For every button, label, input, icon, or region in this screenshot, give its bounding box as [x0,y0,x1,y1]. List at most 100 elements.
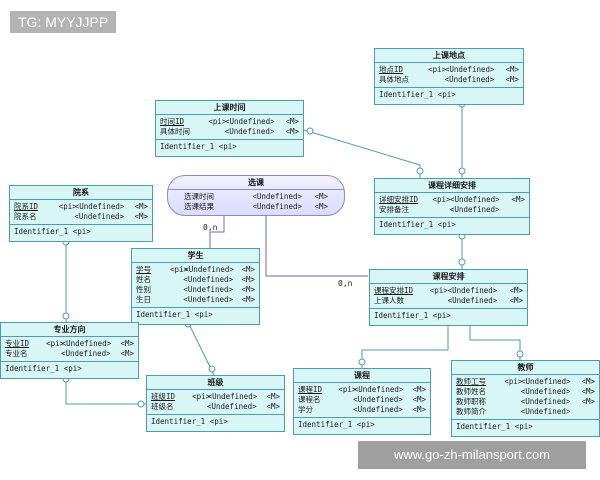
attribute-type: <Undefined> [449,205,500,214]
attribute-mandatory: <M> [241,275,255,284]
attribute-mandatory: <M> [120,349,134,358]
attribute-mandatory: <M> [241,265,255,274]
entity-shangke-didian[interactable]: 上课地点地点ID<pi><Undefined><M>具体地点<Undefined… [374,48,524,105]
attribute-key [172,275,183,285]
identifier: Identifier_1 <pi> [160,142,237,151]
attribute-type: <Undefined> [520,387,571,396]
attribute-mandatory: <M> [241,295,255,304]
attribute-key: <pi> [192,392,211,401]
attribute-key [48,349,61,359]
entity-yuanxi[interactable]: 院系院系ID<pi><Undefined><M>院系名<Undefined><M… [9,185,153,242]
attribute-mandatory: <M> [509,286,523,295]
attribute-list: 课程ID<pi><Undefined><M>课程名<Undefined><M>学… [294,383,430,418]
entity-title: 院系 [10,186,152,200]
attribute-row: 姓名<Undefined><M> [136,275,255,285]
watermark-top: TG: MYYJJPP [10,11,117,33]
attribute-row: 详细安排ID<pi><Undefined><M> [379,195,525,205]
attribute-mandatory: <M> [412,395,426,404]
attribute-mandatory: <M> [505,75,519,84]
attribute-key: <pi> [338,385,357,394]
attribute-type: <Undefined> [183,295,234,304]
entity-title: 上课地点 [375,49,523,63]
attribute-list: 专业ID<pi><Undefined><M>专业名<Undefined><M> [1,337,138,362]
circle-marker [358,358,366,366]
attribute-mandatory: <M> [285,127,299,136]
circle-marker [62,312,70,320]
attribute-type: <Undefined> [520,397,571,406]
relationship-xuanke[interactable]: 选课 选课时间 <Undefined> <M> 选课结果 <Undefined>… [167,175,345,216]
attribute-mandatory: <M> [511,195,525,204]
entity-banji[interactable]: 班级班级ID<pi><Undefined><M>班级名<Undefined><M… [146,375,285,432]
attribute-name: 课程名 [298,395,321,404]
identifier: Identifier_1 <pi> [456,422,533,431]
attribute-name: 时间ID [160,117,185,126]
attribute-type: <Undefined> [353,385,404,394]
attribute-row: 具体地点<Undefined><M> [379,75,519,85]
identifier: Identifier_1 <pi> [5,364,82,373]
circle-marker [306,127,314,135]
attribute-row: 班级名<Undefined><M> [151,402,280,412]
attribute-row: 班级ID<pi><Undefined><M> [151,392,280,402]
entity-xuesheng[interactable]: 学生学号<pi><Undefined><M>姓名<Undefined><M>性别… [131,248,260,325]
attribute-key [429,75,445,85]
attribute-row: 具体时间<Undefined><M> [160,127,299,137]
entity-shangke-shijian[interactable]: 上课时间时间ID<pi><Undefined><M>具体时间<Undefined… [155,100,304,157]
watermark-bottom: www.go-zh-milansport.com [358,441,586,469]
line-xuesheng-banji [185,317,215,376]
attribute-row: 专业名 <Undefined> <M> [5,349,134,359]
attribute-mandatory [506,205,525,215]
attribute-row: 生日<Undefined><M> [136,295,255,305]
circle-marker [458,167,466,175]
identifier: Identifier_1 <pi> [379,220,456,229]
circle-marker [458,258,466,266]
attribute-name: 课程ID [298,385,323,394]
attribute-key: <pi> [429,286,448,295]
attribute-key [194,402,207,412]
attribute-key [340,395,353,405]
attribute-type: <Undefined> [521,377,571,386]
attribute-row: 课程ID <pi><Undefined> <M> [298,385,426,395]
cardinality-right: 0,n [338,279,353,288]
circle-marker [516,350,524,358]
identifier: Identifier_1 <pi> [14,227,91,236]
attribute-mandatory: <M> [120,339,134,348]
entity-kecheng[interactable]: 课程课程ID<pi><Undefined><M>课程名<Undefined><M… [293,368,431,435]
attribute-type: <Undefined> [353,395,403,404]
attribute-mandatory: <M> [412,405,426,414]
attribute-row: 安排备注<Undefined> [379,205,525,215]
attribute-mandatory: <M> [581,377,595,386]
attribute-type: <Undefined> [74,202,125,211]
attribute-mandatory: <M> [505,65,519,74]
line-anpai-jiaoshi [469,320,521,360]
attribute-row: 性别<Undefined><M> [136,285,255,295]
entity-zhuanye[interactable]: 专业方向专业ID<pi><Undefined><M>专业名<Undefined>… [0,322,139,379]
attribute-type: <Undefined> [60,349,111,358]
attribute-row: 地点ID<pi><Undefined><M> [379,65,519,75]
attribute-name: 学分 [298,405,313,414]
attribute-name: 教师简介 [456,407,486,416]
attribute-row: 课程安排ID<pi><Undefined><M> [374,286,523,296]
attribute-type: <Undefined> [74,212,124,221]
attribute-type: <Undefined> [224,127,275,136]
entity-kecheng-xiangxi[interactable]: 课程详细安排详细安排ID<pi><Undefined><M>安排备注<Undef… [374,178,530,235]
attribute-name: 专业名 [5,349,28,358]
attribute-row: 学分 <Undefined> <M> [298,405,426,415]
attribute-name: 院系ID [14,202,39,211]
entity-title: 上课时间 [156,101,303,115]
attribute-name: 教师工号 [456,377,486,386]
attribute-key [172,285,183,295]
attribute-type: <Undefined> [353,405,403,414]
entity-jiaoshi[interactable]: 教师教师工号<pi><Undefined><M>教师姓名<Undefined><… [451,360,600,437]
attribute-mandatory [576,407,595,417]
attribute-type: <Undefined> [447,296,498,305]
entity-kecheng-anpai[interactable]: 课程安排课程安排ID<pi><Undefined><M>上课人数<Undefin… [369,269,528,326]
attribute-key [60,212,74,222]
attribute-name: 具体地点 [379,75,409,84]
relationship-attr-row: 选课结果 <Undefined> <M> [184,202,328,211]
attribute-mandatory: <M> [266,402,280,411]
attribute-list: 教师工号<pi><Undefined><M>教师姓名<Undefined><M>… [452,375,599,420]
line-anpai-kecheng [361,320,449,368]
attribute-mandatory: <M> [241,285,255,294]
attribute-mandatory: <M> [412,385,426,394]
attribute-mandatory: <M> [509,296,523,305]
